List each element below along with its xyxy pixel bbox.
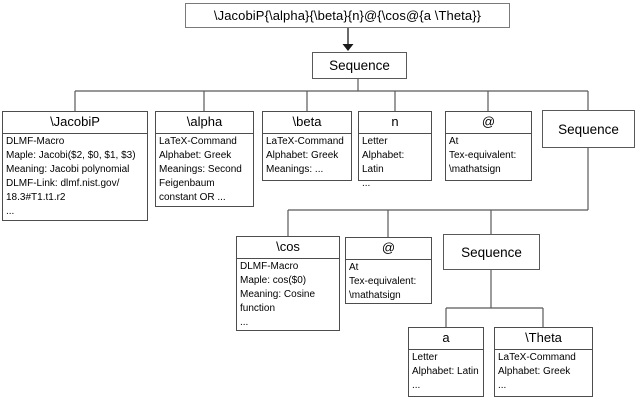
node-beta: \beta LaTeX-Command Alphabet: Greek Mean… bbox=[262, 111, 352, 181]
arrow-head-icon bbox=[342, 44, 354, 51]
node-at-inner: @ At Tex-equivalent: \mathatsign bbox=[345, 237, 432, 304]
node-title: \JacobiP bbox=[3, 112, 147, 134]
formula-box: \JacobiP{\alpha}{\beta}{n}@{\cos@{a \The… bbox=[185, 3, 510, 28]
node-title: \Theta bbox=[495, 328, 592, 350]
node-title: Sequence bbox=[461, 244, 522, 260]
node-body: DLMF-Macro Maple: Jacobi($2, $0, $1, $3)… bbox=[6, 136, 136, 217]
node-jacobip: \JacobiP DLMF-Macro Maple: Jacobi($2, $0… bbox=[2, 111, 148, 221]
node-body: LaTeX-Command Alphabet: Greek Meanings: … bbox=[266, 136, 344, 175]
node-sequence-root: Sequence bbox=[312, 52, 407, 79]
node-title: \alpha bbox=[156, 112, 253, 134]
node-title: a bbox=[409, 328, 483, 350]
node-body: LaTeX-Command Alphabet: Greek ... bbox=[498, 352, 576, 391]
connector-level1 bbox=[74, 79, 589, 111]
node-alpha: \alpha LaTeX-Command Alphabet: Greek Mea… bbox=[155, 111, 254, 207]
node-title: @ bbox=[346, 238, 431, 260]
node-sequence-argument: Sequence bbox=[542, 110, 635, 148]
node-cos: \cos DLMF-Macro Maple: cos($0) Meaning: … bbox=[236, 236, 340, 331]
node-title: n bbox=[359, 112, 431, 134]
node-sequence-inner: Sequence bbox=[443, 234, 540, 270]
node-body: DLMF-Macro Maple: cos($0) Meaning: Cosin… bbox=[240, 261, 316, 328]
node-body: At Tex-equivalent: \mathatsign bbox=[449, 136, 517, 175]
node-n: n Letter Alphabet: Latin ... bbox=[358, 111, 432, 189]
node-title: @ bbox=[446, 112, 531, 134]
node-title: \beta bbox=[263, 112, 351, 134]
node-body: Letter Alphabet: Latin ... bbox=[362, 136, 405, 189]
node-body: At Tex-equivalent: \mathatsign bbox=[349, 262, 417, 301]
node-body: Letter Alphabet: Latin ... bbox=[412, 352, 479, 391]
node-body: LaTeX-Command Alphabet: Greek Meanings: … bbox=[159, 136, 242, 203]
node-a: a Letter Alphabet: Latin ... bbox=[408, 327, 484, 397]
node-at-argument: @ At Tex-equivalent: \mathatsign bbox=[445, 111, 532, 181]
node-title: Sequence bbox=[329, 58, 390, 73]
connector-level3 bbox=[445, 270, 544, 327]
node-title: Sequence bbox=[558, 121, 619, 137]
formula-text: \JacobiP{\alpha}{\beta}{n}@{\cos@{a \The… bbox=[213, 8, 482, 23]
node-theta: \Theta LaTeX-Command Alphabet: Greek ... bbox=[494, 327, 593, 397]
connector-level2 bbox=[287, 148, 589, 237]
node-title: \cos bbox=[237, 237, 339, 259]
